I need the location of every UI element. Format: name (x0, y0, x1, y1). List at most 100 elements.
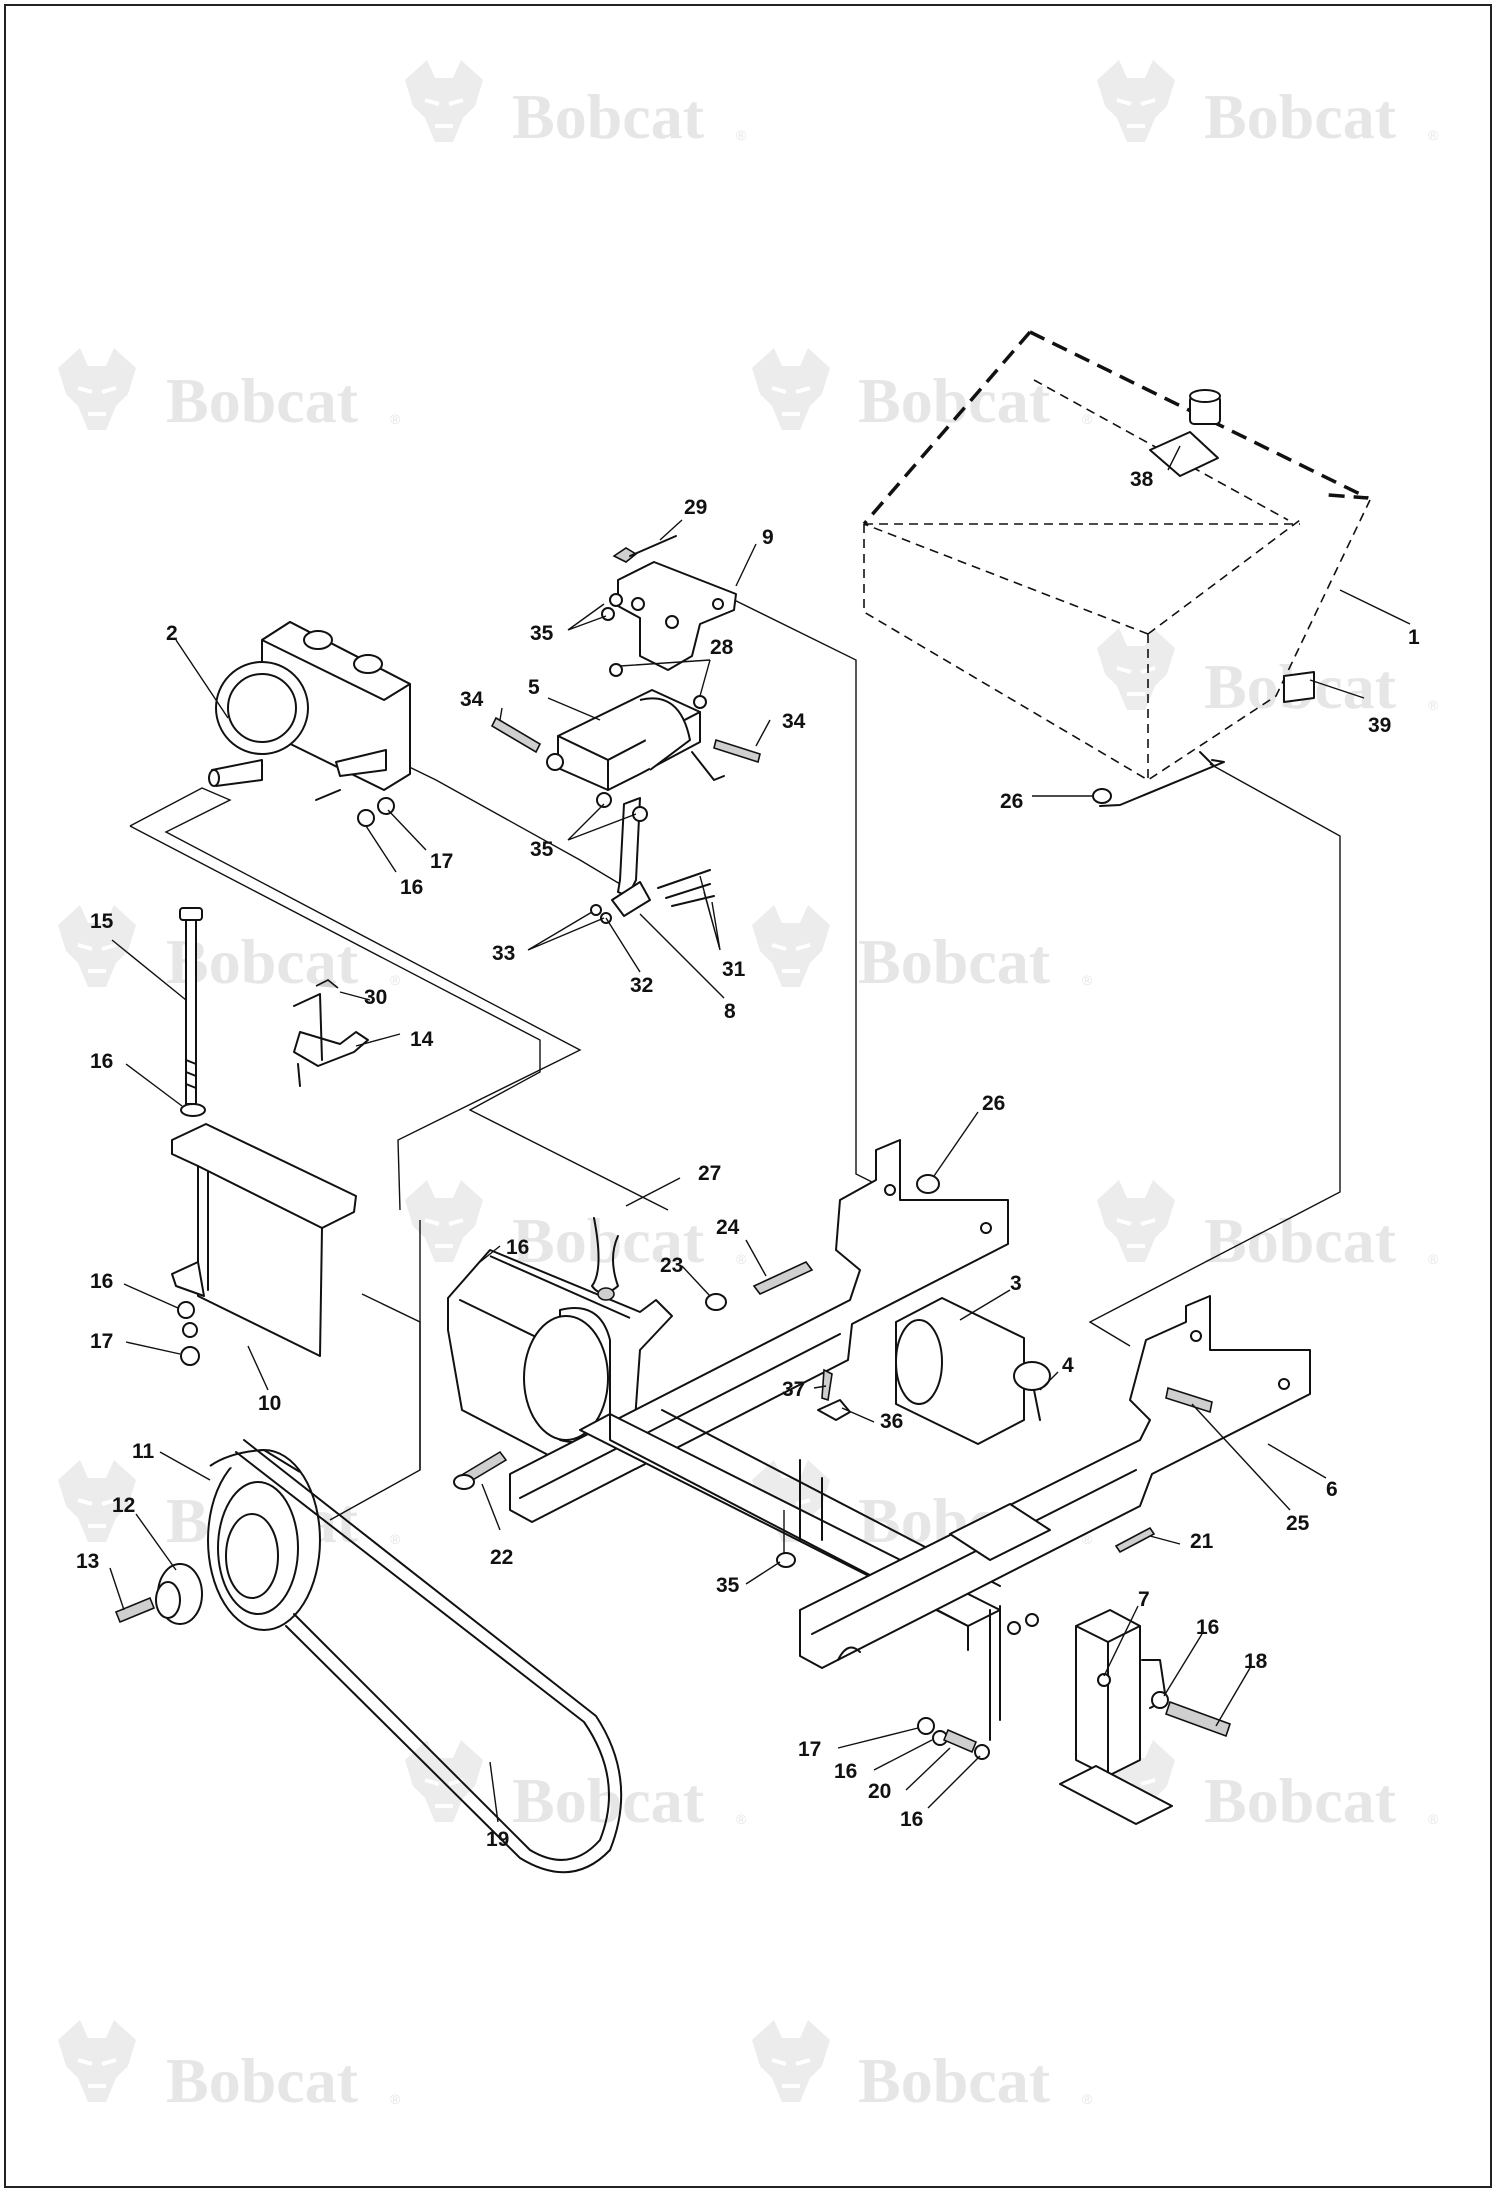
nut-26-tank (1092, 788, 1112, 804)
callout-39: 39 (1368, 714, 1391, 737)
nut-35-frame (776, 1552, 796, 1568)
callout-12: 12 (112, 1494, 135, 1517)
svg-text:®: ® (736, 1811, 747, 1827)
callout-25: 25 (1286, 1512, 1310, 1535)
callout-18: 18 (1244, 1650, 1268, 1673)
shield-plate-10 (171, 1123, 357, 1366)
valve-bracket (612, 535, 737, 671)
callout-35-valve: 35 (530, 838, 554, 861)
callout-33: 33 (492, 942, 515, 965)
callout-38: 38 (1130, 468, 1154, 491)
callout-labels: 38 1 39 26 29 9 35 28 2 5 34 34 35 17 16… (76, 468, 1420, 1851)
svg-text:®: ® (390, 972, 401, 988)
callout-16-stand-b: 16 (900, 1808, 923, 1831)
svg-text:Bobcat: Bobcat (1204, 1765, 1397, 1836)
nut-26-frame (916, 1174, 940, 1194)
callout-23: 23 (660, 1254, 683, 1277)
callout-32: 32 (630, 974, 653, 997)
screw-37 (821, 1368, 833, 1402)
callout-30: 30 (364, 986, 387, 1009)
callout-24: 24 (716, 1216, 740, 1239)
watermark-1: Bobcat ® (403, 58, 747, 152)
callout-36: 36 (880, 1410, 903, 1433)
frame-hardware (453, 1174, 1213, 1568)
callout-14: 14 (410, 1028, 434, 1051)
nut-23 (705, 1293, 727, 1311)
callout-22: 22 (490, 1546, 513, 1569)
callout-31: 31 (722, 958, 746, 981)
bolt-24 (752, 1261, 814, 1295)
watermark-8: Bobcat ® (403, 1178, 747, 1276)
callout-16-bolt: 16 (90, 1050, 113, 1073)
svg-text:Bobcat: Bobcat (858, 926, 1051, 997)
watermark-3: Bobcat ® (56, 346, 401, 436)
callout-6: 6 (1326, 1478, 1338, 1501)
bolt-34-left (490, 716, 542, 754)
hub-12 (114, 1563, 203, 1625)
svg-text:Bobcat: Bobcat (512, 1205, 705, 1276)
decal-39 (1283, 671, 1315, 703)
watermark-14: Bobcat ® (56, 2018, 401, 2116)
v-belt-19 (235, 1439, 623, 1874)
svg-text:®: ® (390, 411, 401, 427)
jack-stand (917, 1605, 1232, 1825)
svg-text:®: ® (736, 127, 747, 143)
callout-16-guard: 16 (506, 1236, 529, 1259)
callout-15: 15 (90, 910, 114, 933)
watermark-2: Bobcat ® (1095, 58, 1439, 152)
key-13 (114, 1596, 156, 1624)
callout-17-pump: 17 (430, 850, 453, 873)
svg-text:Bobcat: Bobcat (166, 2045, 359, 2116)
callout-28: 28 (710, 636, 734, 659)
callout-3: 3 (1010, 1272, 1022, 1295)
svg-text:Bobcat: Bobcat (1204, 81, 1397, 152)
callout-2: 2 (166, 622, 178, 645)
callout-16-pump: 16 (400, 876, 423, 899)
svg-text:®: ® (390, 1531, 401, 1547)
svg-text:®: ® (1428, 127, 1439, 143)
callout-5: 5 (528, 676, 540, 699)
callout-34-right: 34 (782, 710, 806, 733)
watermark-13: Bobcat ® (1095, 1738, 1439, 1836)
callout-13: 13 (76, 1550, 99, 1573)
svg-text:Bobcat: Bobcat (858, 365, 1051, 436)
callout-21: 21 (1190, 1530, 1214, 1553)
callout-17-stand: 17 (798, 1738, 821, 1761)
nut-17-pump (377, 797, 395, 815)
svg-text:®: ® (736, 1251, 747, 1267)
watermark-5: Bobcat ® (1095, 626, 1439, 722)
callout-16-stand: 16 (1196, 1616, 1219, 1639)
pin-30 (315, 979, 339, 989)
fuel-cap-38 (1149, 389, 1221, 477)
callout-20: 20 (868, 1780, 891, 1803)
hydraulic-pump (208, 621, 411, 827)
watermark-12: Bobcat ® (403, 1738, 747, 1836)
diagram-border (4, 4, 1492, 2188)
callout-29: 29 (684, 496, 707, 519)
bolt-34-right (713, 738, 761, 764)
svg-text:®: ® (1082, 972, 1093, 988)
svg-text:Bobcat: Bobcat (858, 2045, 1051, 2116)
bracket-14 (293, 979, 369, 1087)
callout-16-stand-a: 16 (834, 1760, 857, 1783)
bolt-21 (1114, 1526, 1156, 1554)
svg-text:Bobcat: Bobcat (512, 81, 705, 152)
callout-26: 26 (1000, 790, 1023, 813)
svg-text:Bobcat: Bobcat (1204, 1205, 1397, 1276)
callout-17-plate: 17 (90, 1330, 113, 1353)
leader-lines (109, 445, 1411, 1823)
svg-text:®: ® (1428, 1811, 1439, 1827)
bolt-25 (1165, 1386, 1213, 1414)
svg-text:®: ® (390, 2091, 401, 2107)
svg-text:®: ® (1082, 2091, 1093, 2107)
callout-26-frame: 26 (982, 1092, 1005, 1115)
callout-27: 27 (698, 1162, 721, 1185)
callout-35: 35 (530, 622, 554, 645)
pin-18 (1164, 1700, 1232, 1738)
callout-9: 9 (762, 526, 774, 549)
callout-34-left: 34 (460, 688, 484, 711)
bolt-15 (179, 907, 206, 1117)
svg-text:Bobcat: Bobcat (166, 365, 359, 436)
